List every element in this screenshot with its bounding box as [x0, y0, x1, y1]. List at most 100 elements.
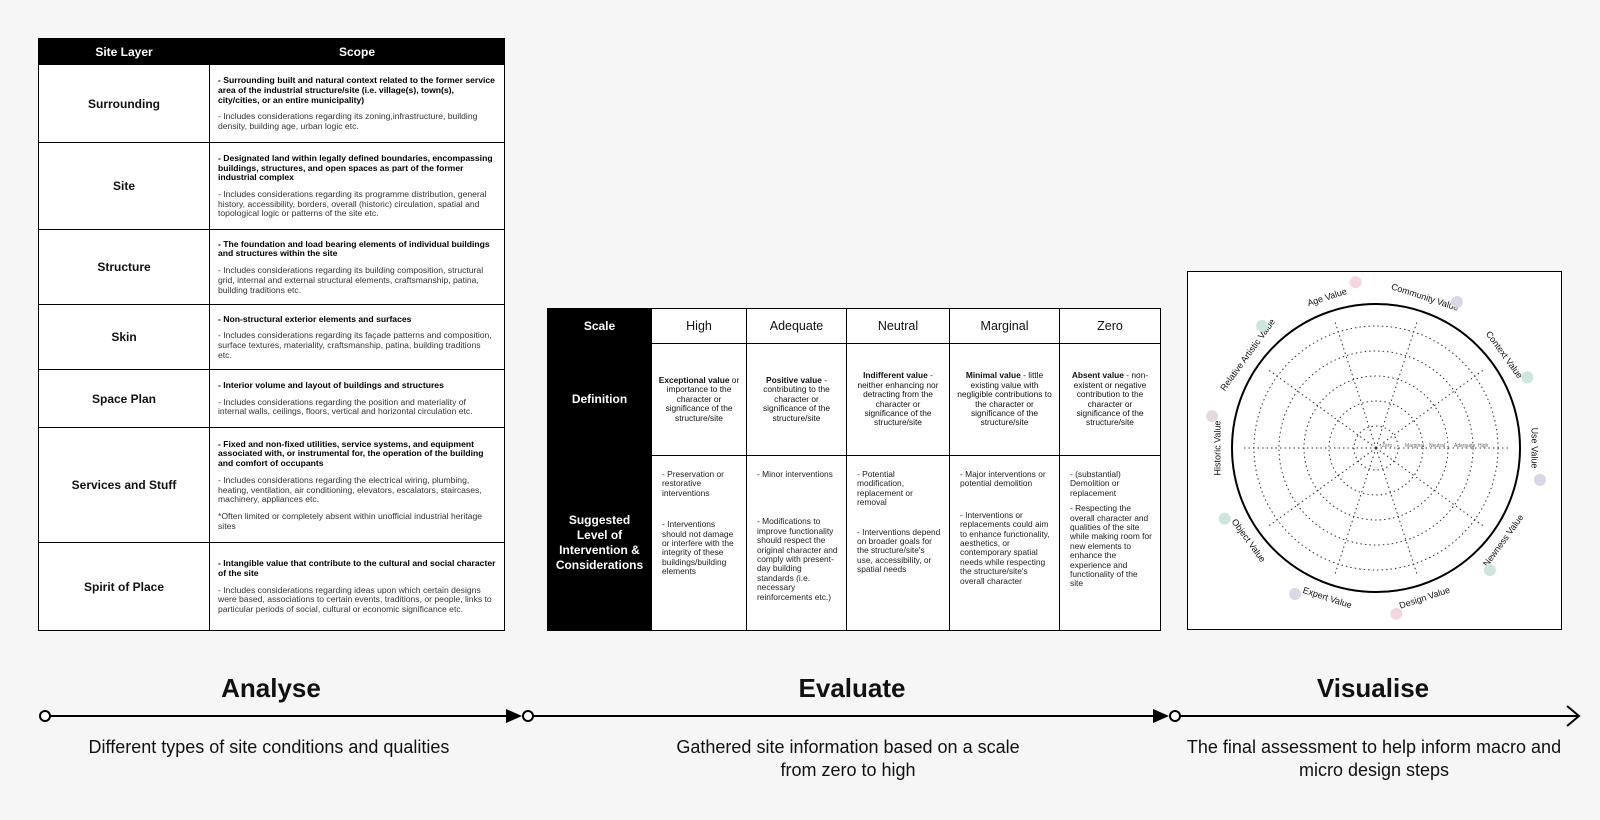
definition-term: Exceptional value — [658, 374, 730, 385]
radar-value-marker — [1206, 410, 1219, 423]
scale-suggestion: - Minor interventions - Modifications to … — [746, 455, 847, 631]
layer-scope-note: - Includes considerations regarding its … — [218, 189, 487, 219]
timeline-node — [39, 710, 51, 722]
stage-evaluate-description: Gathered site information based on a sca… — [676, 737, 1020, 780]
layer-name: Structure — [38, 229, 210, 305]
layer-scope: - Interior volume and layout of building… — [209, 369, 505, 428]
scale-suggestion: - Preservation or restorative interventi… — [651, 455, 747, 631]
site-layer-header: Site Layer — [38, 38, 210, 65]
radar-scale-label: Zero — [1382, 443, 1393, 449]
timeline-node — [1169, 710, 1181, 722]
scale-corner-header: Scale — [547, 308, 652, 344]
layer-row: Space Plan - Interior volume and layout o… — [38, 369, 505, 428]
layer-row: Site - Designated land within legally def… — [38, 142, 505, 230]
layer-scope-definition: - Surrounding built and natural context … — [218, 75, 495, 105]
definition-term: Absent value — [1071, 370, 1124, 381]
definition-text: - neither enhancing nor detracting from … — [857, 370, 939, 428]
layer-scope-definition: - Interior volume and layout of building… — [218, 379, 444, 390]
layer-name: Skin — [38, 304, 210, 370]
suggestion-text: - Minor interventions — [757, 469, 833, 479]
radar-value-marker — [1450, 295, 1463, 308]
suggestion-text: - Interventions or replacements could ai… — [960, 509, 1050, 586]
radar-value-marker — [1533, 473, 1546, 486]
radar-axis-label: Use Value — [1530, 428, 1540, 469]
radar-scale-label: Marginal — [1405, 443, 1424, 449]
scale-definition: Indifferent value - neither enhancing no… — [846, 343, 950, 456]
layer-scope: - Intangible value that contribute to th… — [209, 542, 505, 631]
suggestion-text: - Major interventions or potential demol… — [960, 469, 1046, 489]
scale-column-marginal: Marginal — [949, 308, 1060, 344]
layer-scope: - Designated land within legally defined… — [209, 142, 505, 230]
scale-column-high: High — [651, 308, 747, 344]
definition-text: or importance to the character or signif… — [665, 374, 740, 423]
layer-scope-definition: - Non-structural exterior elements and s… — [218, 313, 412, 324]
layer-name: Spirit of Place — [38, 542, 210, 631]
radar-scale-label: Adequate — [1454, 443, 1476, 449]
radar-scale-label: Neutral — [1429, 443, 1445, 449]
layer-scope-definition: - Intangible value that contribute to th… — [218, 558, 496, 578]
scale-column-neutral: Neutral — [846, 308, 950, 344]
layer-scope-note: - Includes considerations regarding idea… — [218, 584, 492, 615]
radar-grid-ring — [1328, 400, 1424, 496]
timeline-arrowhead — [506, 709, 522, 723]
scale-column-adequate: Adequate — [746, 308, 847, 344]
layer-scope-note: - Includes considerations regarding the … — [218, 474, 482, 505]
site-layer-table: Site Layer Scope Surrounding- Surroundin… — [38, 38, 505, 631]
layer-name: Site — [38, 142, 210, 230]
radar-grid-ring — [1353, 425, 1399, 471]
definition-text: - contributing to the character or signi… — [762, 374, 831, 423]
radar-value-marker — [1521, 371, 1534, 384]
stage-analyse-description: Different types of site conditions and q… — [88, 737, 450, 757]
radar-grid-ring — [1278, 350, 1474, 546]
layer-scope-definition: - Designated land within legally defined… — [218, 152, 493, 183]
radar-value-marker — [1483, 564, 1496, 577]
timeline-node — [522, 710, 534, 722]
suggestion-text: - Preservation or restorative interventi… — [662, 469, 724, 498]
definition-term: Minimal value — [965, 370, 1021, 381]
radar-value-marker — [1289, 588, 1302, 601]
layer-row: Structure - The foundation and load beari… — [38, 229, 505, 305]
layer-scope-note: - Includes considerations regarding the … — [218, 396, 473, 417]
scale-suggestion: - Potential modification, replacement or… — [846, 455, 950, 631]
layer-scope-note: - Includes considerations regarding its … — [218, 265, 484, 295]
layer-scope: - The foundation and load bearing elemen… — [209, 229, 505, 305]
timeline-end-arrow — [1566, 705, 1581, 727]
scale-definition: Minimal value - little existing value wi… — [949, 343, 1060, 456]
layer-scope-definition: - The foundation and load bearing elemen… — [218, 238, 490, 259]
layer-name: Services and Stuff — [38, 427, 210, 543]
scale-definition: Exceptional value or importance to the c… — [651, 343, 747, 456]
layer-scope: - Surrounding built and natural context … — [209, 64, 505, 143]
suggestion-text: - Potential modification, replacement or… — [857, 469, 913, 508]
scale-suggestion: - (substantial) Demolition or replacemen… — [1059, 455, 1161, 631]
definition-term: Positive value — [766, 374, 822, 385]
scope-header: Scope — [209, 38, 505, 65]
suggestion-text: - Interventions depend on broader goals … — [857, 526, 941, 575]
definition-row-header: Definition — [547, 343, 652, 456]
suggestion-text: - Respecting the overall character and q… — [1070, 503, 1152, 589]
stage-analyse-title: Analyse — [221, 673, 321, 703]
layer-row: Services and Stuff- Fixed and non-fixed … — [38, 427, 505, 543]
radar-axis-label: Historic Value — [1212, 421, 1222, 476]
definition-text: - non-existent or negative contribution … — [1073, 370, 1149, 428]
definition-text: - little existing value with negligible … — [957, 370, 1052, 428]
layer-row: Skin - Non-structural exterior elements a… — [38, 304, 505, 370]
stage-evaluate-title: Evaluate — [798, 673, 906, 703]
suggestion-text: - Interventions should not damage or int… — [662, 519, 734, 577]
radar-value-marker — [1390, 607, 1403, 620]
suggestion-text: - Modifications to improve functionality… — [757, 516, 838, 602]
radar-scale-label: High — [1478, 443, 1489, 449]
layer-scope-note: - Includes considerations regarding its … — [218, 330, 492, 360]
layer-name: Space Plan — [38, 369, 210, 428]
scale-definition: Absent value - non-existent or negative … — [1059, 343, 1161, 456]
stage-visualise-description: The final assessment to help inform macr… — [1186, 737, 1562, 780]
layer-scope-note: - Includes considerations regarding its … — [218, 111, 478, 132]
scale-suggestion: - Major interventions or potential demol… — [949, 455, 1060, 631]
radar-value-marker — [1256, 319, 1269, 332]
suggestion-text: - (substantial) Demolition or replacemen… — [1070, 469, 1121, 498]
stage-visualise-title: Visualise — [1316, 673, 1430, 703]
layer-scope-note: *Often limited or completely absent with… — [218, 510, 482, 531]
